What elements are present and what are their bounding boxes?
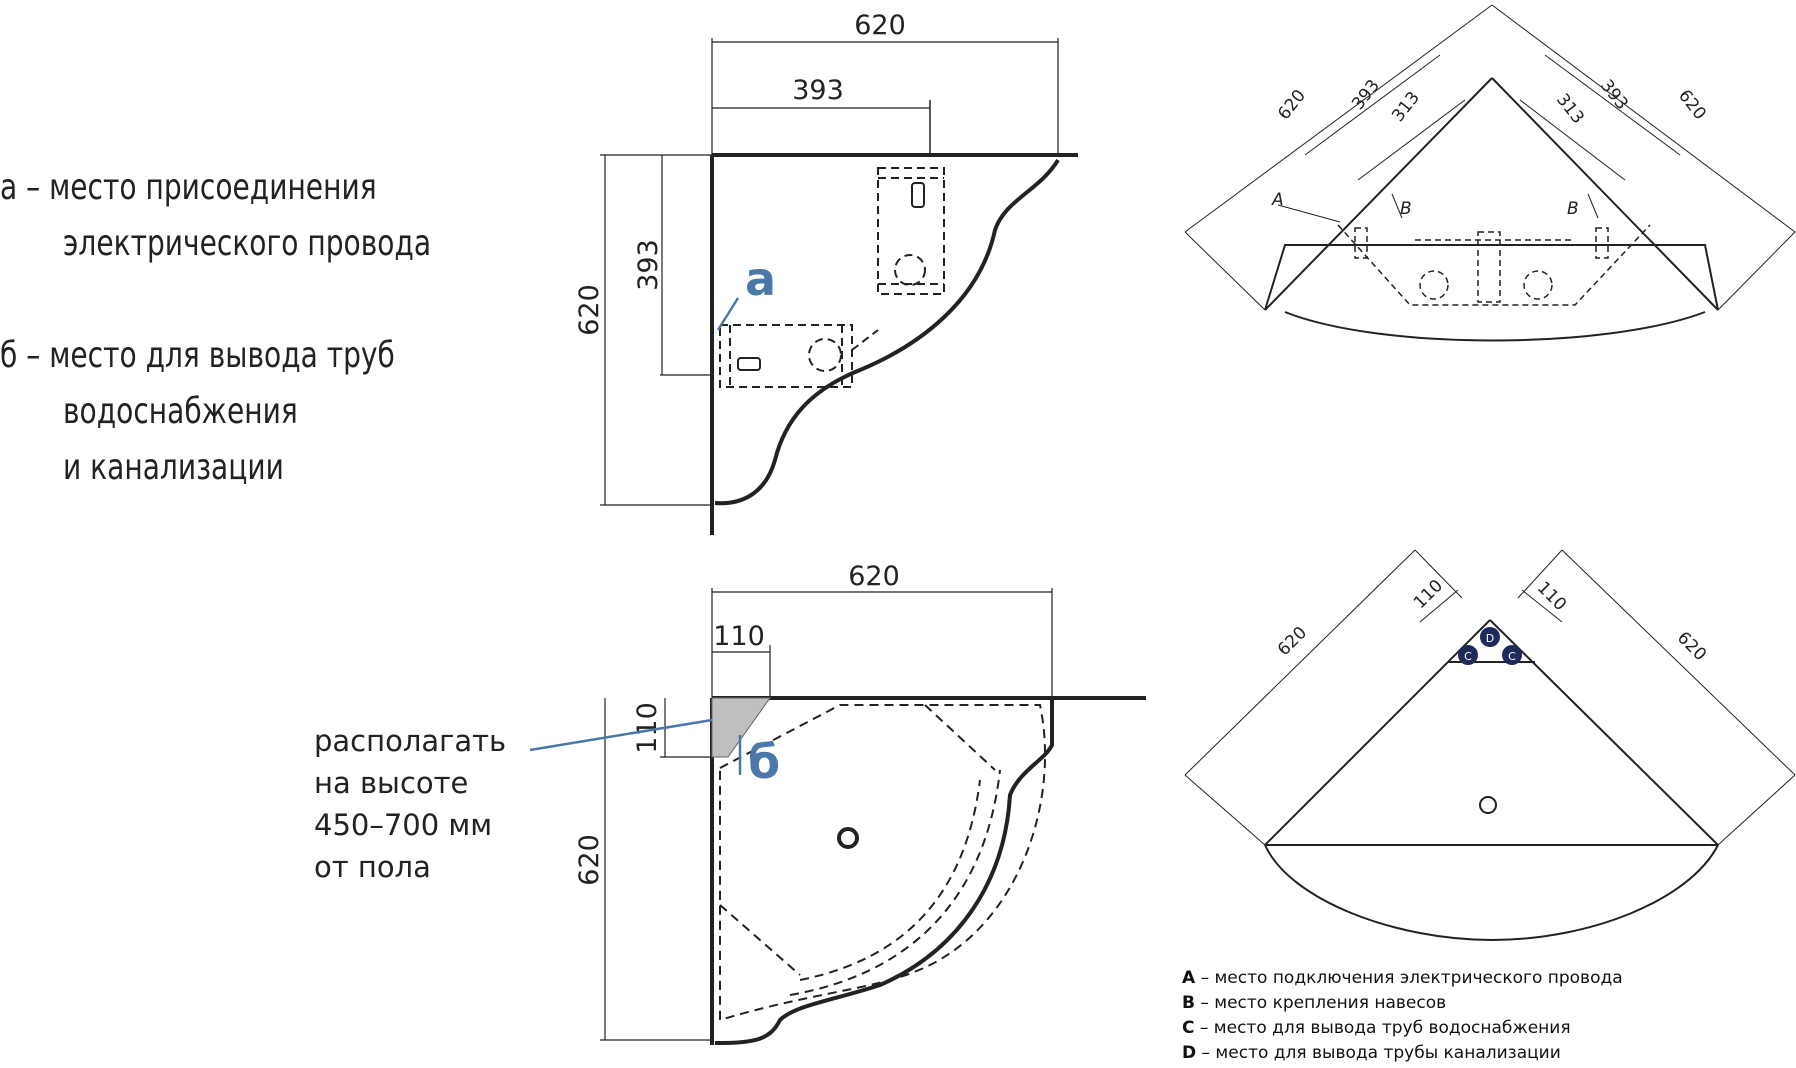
rb-dim-620-right: 620 <box>1673 628 1710 665</box>
bottom-dim-620-v: 620 <box>574 834 605 886</box>
legend-row-A: A – место подключения электрического про… <box>1182 966 1623 991</box>
rt-dim-620-right: 620 <box>1674 86 1710 124</box>
rt-label-A: A <box>1271 190 1284 210</box>
legend-key-C: C <box>1182 1018 1195 1038</box>
legend-b-line1: б – место для вывода труб <box>0 335 395 376</box>
legend-row-D: D – место для вывода трубы канализации <box>1182 1041 1623 1066</box>
legend-text-B: – место крепления навесов <box>1194 993 1447 1013</box>
rb-label-D: D <box>1486 632 1494 645</box>
rt-dim-313-right: 313 <box>1552 90 1588 128</box>
rt-dim-620-left: 620 <box>1274 86 1310 124</box>
rt-label-B-left: B <box>1400 199 1412 219</box>
legend-key-B: B <box>1182 993 1195 1013</box>
legend-row-C: C – место для вывода труб водоснабжения <box>1182 1016 1623 1041</box>
top-dim-side-620: 620 <box>574 284 605 336</box>
right-bottom-view <box>1184 549 1796 942</box>
note-line1: располагать <box>314 724 507 758</box>
pipe-markers <box>1458 627 1522 665</box>
marker-a: а <box>745 252 776 306</box>
rb-dim-110-right: 110 <box>1533 578 1570 615</box>
rt-dim-313-left: 313 <box>1388 88 1424 126</box>
marker-a-leader <box>716 297 740 331</box>
rb-label-C-left: C <box>1464 650 1472 663</box>
legend-key-D: D <box>1182 1043 1197 1063</box>
note-leader <box>529 718 713 752</box>
legend-row-B: B – место крепления навесов <box>1182 991 1623 1016</box>
rt-dim-393-right: 393 <box>1596 76 1632 114</box>
rb-dim-110-left: 110 <box>1410 576 1447 613</box>
marker-b: б <box>748 735 780 789</box>
rb-dim-620-left: 620 <box>1274 623 1311 660</box>
note-line4: от пола <box>314 850 431 884</box>
legend-a-line1: а – место присоединения <box>0 167 377 208</box>
rb-label-C-right: C <box>1508 650 1516 663</box>
legend-b-line3: и канализации <box>63 447 284 488</box>
cabinet-outline <box>714 158 1060 506</box>
legend-text-A: – место подключения электрического прово… <box>1195 968 1623 988</box>
right-top-view <box>1184 4 1796 342</box>
legend-a-line2: электрического провода <box>63 223 432 264</box>
bottom-view <box>600 588 1146 1045</box>
legend-b-line2: водоснабжения <box>63 391 298 432</box>
bottom-dim-620: 620 <box>848 561 900 592</box>
bottom-dim-110-h: 110 <box>713 621 765 652</box>
note-line2: на высоте <box>314 766 469 800</box>
legend-text-C: – место для вывода труб водоснабжения <box>1194 1018 1571 1038</box>
legend-key-A: A <box>1182 968 1196 988</box>
legend-text-D: – место для вывода трубы канализации <box>1196 1043 1561 1063</box>
rt-dim-393-left: 393 <box>1348 76 1384 114</box>
rt-label-B-right: B <box>1567 199 1579 219</box>
height-note: располагать на высоте 450–700 мм от пола <box>314 720 506 888</box>
right-legend: A – место подключения электрического про… <box>1182 966 1623 1066</box>
top-dim-393: 393 <box>792 75 844 106</box>
note-line3: 450–700 мм <box>314 808 493 842</box>
top-dim-620: 620 <box>854 10 906 41</box>
top-view <box>600 38 1078 535</box>
top-dim-side-393: 393 <box>633 239 664 291</box>
